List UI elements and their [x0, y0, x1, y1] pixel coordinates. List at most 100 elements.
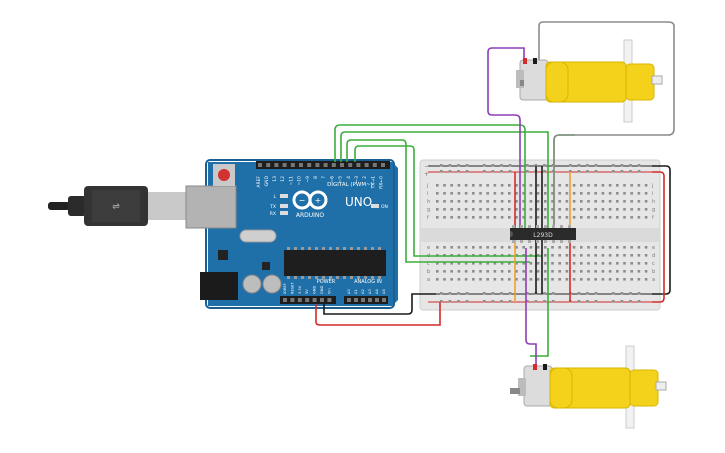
- breadboard-hole[interactable]: [529, 270, 533, 273]
- breadboard-hole[interactable]: [529, 192, 533, 195]
- breadboard-hole[interactable]: [464, 216, 468, 219]
- breadboard-hole[interactable]: [551, 278, 554, 281]
- breadboard-hole[interactable]: [464, 184, 468, 187]
- header-pin[interactable]: [307, 163, 312, 167]
- breadboard-hole[interactable]: [500, 216, 504, 219]
- breadboard-hole[interactable]: [536, 192, 540, 195]
- breadboard-hole[interactable]: [536, 270, 540, 273]
- breadboard-hole[interactable]: [472, 208, 475, 211]
- breadboard-hole[interactable]: [551, 184, 554, 187]
- breadboard-hole[interactable]: [479, 278, 482, 281]
- breadboard-hole[interactable]: [580, 262, 583, 265]
- breadboard-hole[interactable]: [500, 262, 504, 265]
- rail-hole[interactable]: [594, 292, 598, 295]
- breadboard-hole[interactable]: [493, 278, 497, 281]
- breadboard-hole[interactable]: [443, 278, 446, 281]
- breadboard-hole[interactable]: [608, 192, 612, 195]
- breadboard-hole[interactable]: [558, 184, 561, 187]
- rail-hole[interactable]: [629, 170, 632, 173]
- breadboard-hole[interactable]: [472, 216, 475, 219]
- breadboard-hole[interactable]: [623, 208, 626, 211]
- rail-hole[interactable]: [577, 292, 581, 295]
- breadboard-hole[interactable]: [608, 246, 612, 249]
- dc-motor-top[interactable]: [516, 39, 663, 123]
- breadboard-hole[interactable]: [515, 200, 518, 203]
- breadboard-hole[interactable]: [580, 216, 583, 219]
- breadboard-hole[interactable]: [630, 254, 633, 257]
- breadboard-hole[interactable]: [450, 184, 453, 187]
- rail-hole[interactable]: [526, 170, 529, 173]
- breadboard-hole[interactable]: [608, 262, 612, 265]
- breadboard-hole[interactable]: [572, 200, 576, 203]
- breadboard-hole[interactable]: [464, 262, 468, 265]
- breadboard-hole[interactable]: [493, 184, 497, 187]
- breadboard-hole[interactable]: [457, 192, 461, 195]
- breadboard-hole[interactable]: [637, 216, 641, 219]
- breadboard-hole[interactable]: [637, 192, 641, 195]
- breadboard-hole[interactable]: [616, 254, 619, 257]
- breadboard-hole[interactable]: [594, 270, 597, 273]
- breadboard-hole[interactable]: [529, 200, 533, 203]
- breadboard-hole[interactable]: [637, 208, 641, 211]
- breadboard-hole[interactable]: [457, 208, 461, 211]
- breadboard-hole[interactable]: [457, 200, 461, 203]
- header-pin[interactable]: [354, 298, 358, 302]
- breadboard-hole[interactable]: [594, 192, 597, 195]
- breadboard-hole[interactable]: [436, 278, 439, 281]
- breadboard-hole[interactable]: [493, 216, 497, 219]
- rail-hole[interactable]: [508, 164, 512, 167]
- breadboard-hole[interactable]: [443, 216, 446, 219]
- dc-motor-bottom[interactable]: [510, 345, 667, 429]
- breadboard-hole[interactable]: [587, 246, 590, 249]
- breadboard-hole[interactable]: [500, 208, 504, 211]
- breadboard-hole[interactable]: [644, 184, 648, 187]
- breadboard-hole[interactable]: [572, 192, 576, 195]
- breadboard-hole[interactable]: [508, 216, 511, 219]
- wire-gray-top[interactable]: [538, 21, 675, 232]
- breadboard-hole[interactable]: [608, 184, 612, 187]
- wire-rail-vcc-bridge[interactable]: [652, 171, 665, 303]
- breadboard-hole[interactable]: [637, 184, 641, 187]
- breadboard-hole[interactable]: [508, 246, 511, 249]
- rail-hole[interactable]: [465, 300, 469, 303]
- breadboard-hole[interactable]: [457, 246, 461, 249]
- breadboard-hole[interactable]: [551, 262, 554, 265]
- breadboard-hole[interactable]: [623, 200, 626, 203]
- breadboard-hole[interactable]: [623, 192, 626, 195]
- header-pin[interactable]: [320, 298, 324, 302]
- breadboard-hole[interactable]: [443, 270, 446, 273]
- breadboard-hole[interactable]: [536, 184, 540, 187]
- breadboard-hole[interactable]: [443, 184, 446, 187]
- breadboard-hole[interactable]: [623, 254, 626, 257]
- breadboard-hole[interactable]: [558, 262, 561, 265]
- breadboard-hole[interactable]: [601, 192, 605, 195]
- breadboard-hole[interactable]: [637, 200, 641, 203]
- breadboard-hole[interactable]: [450, 246, 453, 249]
- breadboard-hole[interactable]: [601, 208, 605, 211]
- breadboard-hole[interactable]: [594, 200, 597, 203]
- breadboard-hole[interactable]: [536, 278, 540, 281]
- breadboard-hole[interactable]: [616, 270, 619, 273]
- breadboard-hole[interactable]: [500, 270, 504, 273]
- breadboard-hole[interactable]: [551, 270, 554, 273]
- breadboard-hole[interactable]: [544, 184, 547, 187]
- breadboard-hole[interactable]: [623, 216, 626, 219]
- header-pin[interactable]: [340, 163, 344, 167]
- breadboard-hole[interactable]: [565, 246, 569, 249]
- breadboard-hole[interactable]: [644, 216, 648, 219]
- breadboard-hole[interactable]: [558, 192, 561, 195]
- breadboard-hole[interactable]: [594, 262, 597, 265]
- wire-rail-gnd-bridge[interactable]: [652, 165, 671, 295]
- rail-hole[interactable]: [543, 300, 546, 303]
- breadboard-hole[interactable]: [500, 278, 504, 281]
- breadboard-hole[interactable]: [472, 270, 475, 273]
- rail-hole[interactable]: [612, 164, 615, 167]
- breadboard-hole[interactable]: [551, 216, 554, 219]
- breadboard-hole[interactable]: [500, 200, 504, 203]
- rail-hole[interactable]: [629, 292, 632, 295]
- breadboard-hole[interactable]: [644, 254, 648, 257]
- breadboard-hole[interactable]: [529, 208, 533, 211]
- breadboard-hole[interactable]: [522, 216, 525, 219]
- breadboard-hole[interactable]: [616, 208, 619, 211]
